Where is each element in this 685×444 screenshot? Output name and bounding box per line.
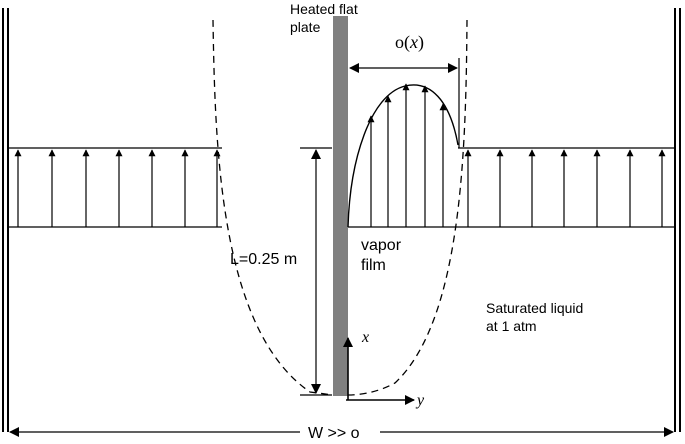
length-dimension: [300, 147, 332, 396]
vapor-label-line1: vapor: [361, 237, 402, 254]
left-film-boundary: [212, 19, 334, 396]
liquid-label-line2: at 1 atm: [486, 318, 537, 334]
vapor-velocity-profile: [347, 83, 459, 228]
vapor-label-line2: film: [361, 257, 386, 274]
length-label: L=0.25 m: [230, 251, 297, 268]
y-axis-label: y: [415, 392, 425, 409]
plate-label-line1: Heated flat: [290, 1, 358, 17]
right-container-wall: [674, 8, 681, 432]
liquid-label-line1: Saturated liquid: [486, 300, 583, 316]
width-label: W >> o: [308, 425, 360, 442]
right-film-boundary: [347, 19, 468, 396]
width-label-bg: [300, 422, 380, 442]
film-thickness-label: o(x): [395, 32, 424, 53]
left-container-wall: [2, 8, 9, 432]
plate-label-line2: plate: [290, 19, 321, 35]
left-liquid-velocity-profile: [8, 147, 222, 228]
x-axis-label: x: [361, 329, 369, 346]
right-liquid-velocity-profile: [348, 147, 675, 228]
heated-plate: [333, 16, 348, 396]
